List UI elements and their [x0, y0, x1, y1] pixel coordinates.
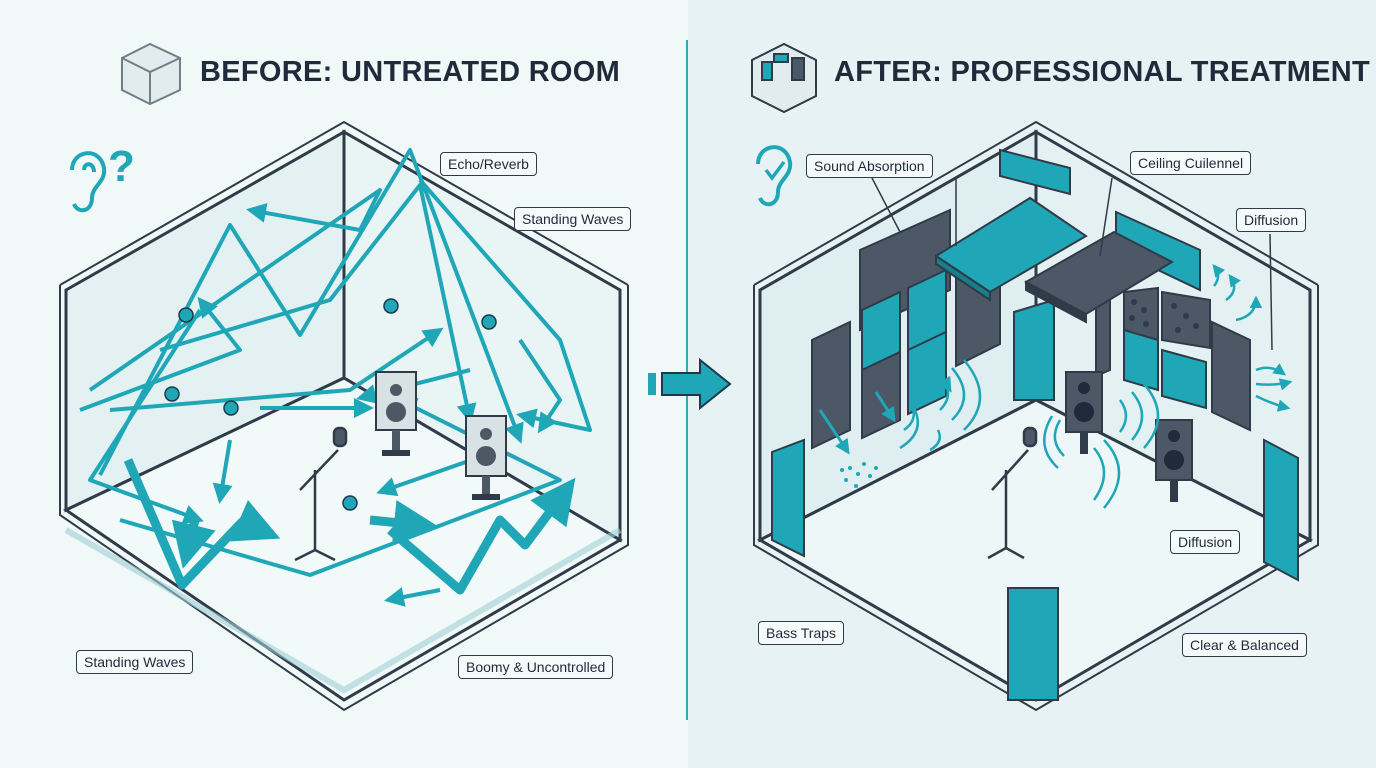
standing-wave-arrows	[123, 458, 576, 595]
label-standing-waves-top: Standing Waves	[514, 207, 632, 231]
label-diffusion-mid: Diffusion	[1170, 530, 1241, 554]
arrow-right-icon	[648, 357, 732, 411]
cube-icon	[121, 42, 181, 106]
speaker-icon	[1155, 419, 1193, 502]
absorption-arrows	[818, 359, 952, 455]
question-icon: ?	[108, 142, 135, 191]
sound-waves	[899, 359, 1160, 509]
label-diffusion-top: Diffusion	[1236, 208, 1307, 232]
label-echo-reverb: Echo/Reverb	[440, 152, 537, 176]
room-icon	[751, 42, 817, 114]
before-title: BEFORE: UNTREATED ROOM	[200, 56, 621, 88]
scatter-dots	[840, 462, 878, 488]
label-clear-balanced: Clear & Balanced	[1182, 633, 1307, 657]
diffusion-arrows	[1212, 264, 1293, 412]
ear-icon	[70, 151, 107, 213]
label-sound-absorption: Sound Absorption	[806, 154, 933, 178]
bass-traps	[771, 438, 1299, 701]
microphone-icon	[294, 426, 348, 562]
after-title: AFTER: PROFESSIONAL TREATMENT	[834, 56, 1371, 88]
ceiling-clouds	[934, 148, 1175, 324]
microphone-icon	[987, 426, 1038, 560]
leader-lines	[871, 177, 1273, 351]
check-icon	[764, 160, 786, 181]
speaker-icon	[465, 415, 507, 500]
label-ceiling: Ceiling Cuilennel	[1130, 151, 1252, 175]
label-boomy: Boomy & Uncontrolled	[458, 655, 614, 679]
speaker-icon	[1065, 371, 1103, 454]
pressure-nodes	[164, 298, 497, 511]
label-bass-traps: Bass Traps	[758, 621, 845, 645]
speaker-icon	[375, 371, 417, 456]
diffuser-pattern	[1129, 299, 1199, 333]
label-standing-waves-bottom: Standing Waves	[76, 650, 194, 674]
ear-icon	[756, 145, 793, 207]
